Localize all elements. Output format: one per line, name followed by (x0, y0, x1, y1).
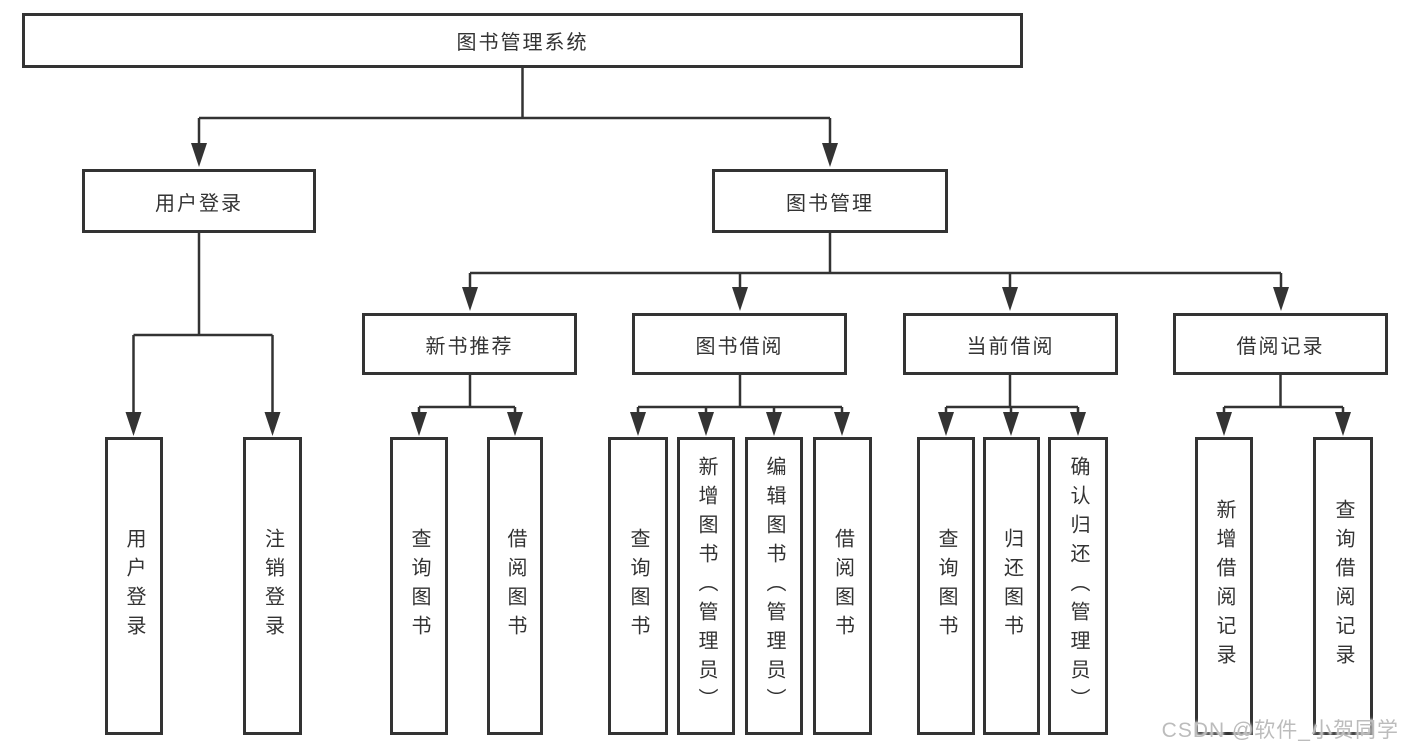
leaf-return-book: 归还图书 (983, 437, 1040, 735)
csdn-watermark: CSDN @软件_小贺同学 (1161, 719, 1399, 742)
arrowhead-icon (822, 143, 838, 167)
leaf-query-books-current: 查询图书 (917, 437, 975, 735)
connector-records-to-leaves (1222, 375, 1345, 414)
connector-current-to-leaves (944, 375, 1080, 414)
arrowhead-icon (698, 412, 714, 436)
connector-userlogin-to-leaves (132, 233, 274, 414)
arrowhead-icon (938, 412, 954, 436)
arrowhead-icon (1003, 412, 1019, 436)
arrowhead-icon (1002, 287, 1018, 311)
leaf-query-borrow-record: 查询借阅记录 (1313, 437, 1373, 735)
connector-borrowmgmt-to-leaves (636, 375, 844, 414)
arrowhead-icon (1273, 287, 1289, 311)
arrowhead-icon (125, 412, 142, 436)
node-borrow-records: 借阅记录 (1173, 313, 1388, 375)
arrowhead-icon (1335, 412, 1351, 436)
arrowhead-icon (766, 412, 782, 436)
arrowhead-icon (630, 412, 646, 436)
leaf-borrow-books-recommend: 借阅图书 (487, 437, 543, 735)
arrowhead-icon (411, 412, 427, 436)
leaf-add-book-admin: 新增图书（管理员） (677, 437, 735, 735)
arrowhead-icon (507, 412, 523, 436)
arrowhead-icon (1216, 412, 1232, 436)
node-book-management: 图书管理 (712, 169, 948, 233)
leaf-borrow-books: 借阅图书 (813, 437, 872, 735)
arrowhead-icon (732, 287, 748, 311)
node-current-borrow: 当前借阅 (903, 313, 1118, 375)
connector-newbook-to-leaves (417, 375, 517, 414)
leaf-confirm-return-admin: 确认归还（管理员） (1048, 437, 1108, 735)
node-user-login: 用户登录 (82, 169, 316, 233)
leaf-query-books-recommend: 查询图书 (390, 437, 448, 735)
leaf-logout: 注销登录 (243, 437, 302, 735)
arrowheads (125, 143, 1351, 436)
arrowhead-icon (1070, 412, 1086, 436)
connector-root-to-level2 (197, 68, 832, 146)
arrowhead-icon (834, 412, 850, 436)
leaf-query-books-borrow: 查询图书 (608, 437, 668, 735)
arrowhead-icon (264, 412, 281, 436)
node-root: 图书管理系统 (22, 13, 1023, 68)
leaf-user-login: 用户登录 (105, 437, 163, 735)
node-book-borrow: 图书借阅 (632, 313, 847, 375)
connector-bookmgmt-to-level3 (468, 233, 1283, 290)
arrowhead-icon (191, 143, 207, 167)
arrowhead-icon (462, 287, 478, 311)
leaf-edit-book-admin: 编辑图书（管理员） (745, 437, 803, 735)
leaf-add-borrow-record: 新增借阅记录 (1195, 437, 1253, 735)
node-new-book-recommend: 新书推荐 (362, 313, 577, 375)
